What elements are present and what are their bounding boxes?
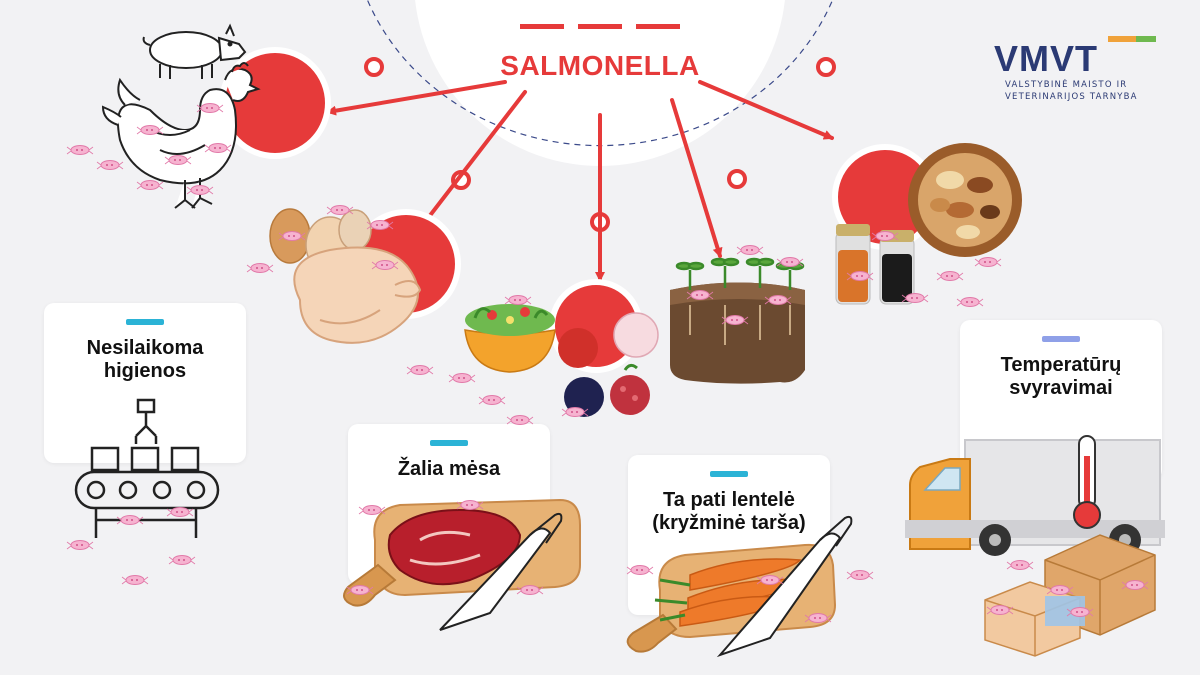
soil-sprouts-icon (670, 257, 805, 384)
page-title: SALMONELLA (500, 50, 700, 81)
chicken-icon (101, 62, 261, 209)
thermometer-icon (1073, 435, 1101, 529)
arc-ring-markers (364, 57, 836, 232)
logo-text-line-2: VETERINARIJOS TARNYBA (1005, 92, 1138, 102)
title-semicircle (415, 0, 785, 166)
arrow-to-spices (698, 80, 834, 140)
berries-icon (558, 312, 659, 417)
logo-accent (1108, 36, 1156, 42)
arrow-to-soil (670, 98, 723, 258)
truck-icon (905, 439, 1165, 556)
arrow-to-eggs (423, 90, 527, 224)
title-dashes (520, 24, 680, 29)
arrow-to-poultry (326, 80, 507, 116)
nuts-bowl-icon (908, 143, 1022, 257)
logo: VMVT (994, 38, 1099, 79)
pig-icon (142, 23, 247, 79)
steak-board-icon (343, 498, 581, 631)
carrot-board-icon (626, 515, 853, 658)
boxes-icon (984, 534, 1156, 657)
raw-chicken-icon (293, 246, 422, 344)
conveyor-icon (74, 398, 220, 538)
arrows (326, 80, 834, 282)
logo-text-line-1: VALSTYBINĖ MAISTO IR (1005, 80, 1128, 90)
salad-bowl-icon (464, 304, 556, 373)
